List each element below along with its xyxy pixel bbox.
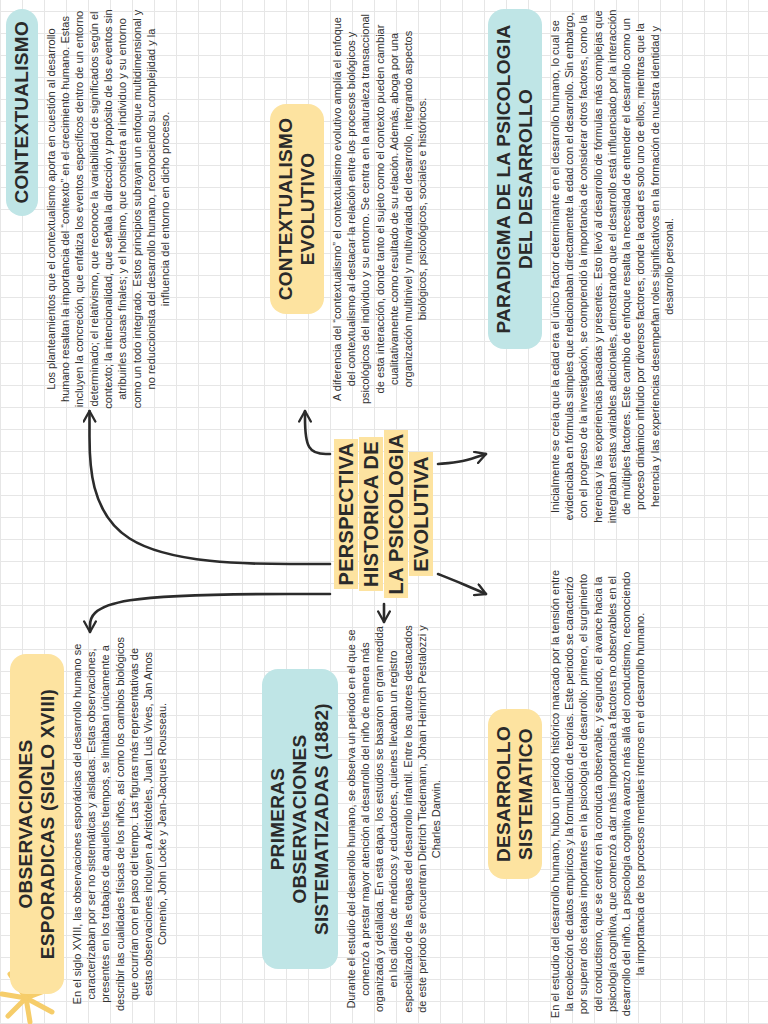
connector-arrow (383, 604, 386, 622)
topic-section: DESARROLLO SISTEMATICOEn el estudio del … (488, 569, 648, 1019)
section-heading: CONTEXTUALISMO (6, 9, 38, 216)
section-heading: PARADIGMA DE LA PSICOLOGIA DEL DESARROLL… (488, 9, 542, 349)
central-topic: PERSPECTIVA HISTORICA DE LA PSICOLOGIA E… (330, 424, 438, 604)
section-body: Inicialmente se creía que la edad era el… (548, 9, 677, 524)
topic-section: CONTEXTUALISMOLos planteamientos que el … (6, 9, 173, 409)
section-heading: PRIMERAS OBSERVACIONES SISTEMATIZADAS (1… (262, 669, 338, 969)
connector-arrow (438, 574, 486, 594)
topic-section: PRIMERAS OBSERVACIONES SISTEMATIZADAS (1… (262, 624, 444, 1014)
topic-section: CONTEXTUALISMO EVOLUTIVOA diferencia del… (270, 9, 430, 409)
central-title: PERSPECTIVA HISTORICA DE LA PSICOLOGIA E… (334, 430, 433, 599)
section-body: A diferencia del “contextualismo” el con… (330, 9, 430, 409)
topic-section: PARADIGMA DE LA PSICOLOGIA DEL DESARROLL… (488, 9, 676, 524)
connector-arrow (438, 454, 486, 464)
topic-section: OBSERVACIONES ESPORADICAS (SIGLO XVIII)E… (10, 634, 170, 1014)
connector-arrow (305, 411, 330, 454)
section-body: En el estudio del desarrollo humano, hub… (548, 569, 648, 1019)
section-body: En el siglo XVIII, las observaciones esp… (70, 634, 170, 1014)
section-body: Durante el estudio del desarrollo humano… (344, 624, 444, 1014)
connector-arrow (90, 411, 331, 564)
connector-arrow (90, 594, 330, 632)
section-heading: CONTEXTUALISMO EVOLUTIVO (270, 104, 324, 314)
section-body: Los planteamientos que el contextualismo… (44, 9, 173, 409)
section-heading: DESARROLLO SISTEMATICO (488, 709, 542, 879)
section-heading: OBSERVACIONES ESPORADICAS (SIGLO XVIII) (10, 654, 64, 994)
